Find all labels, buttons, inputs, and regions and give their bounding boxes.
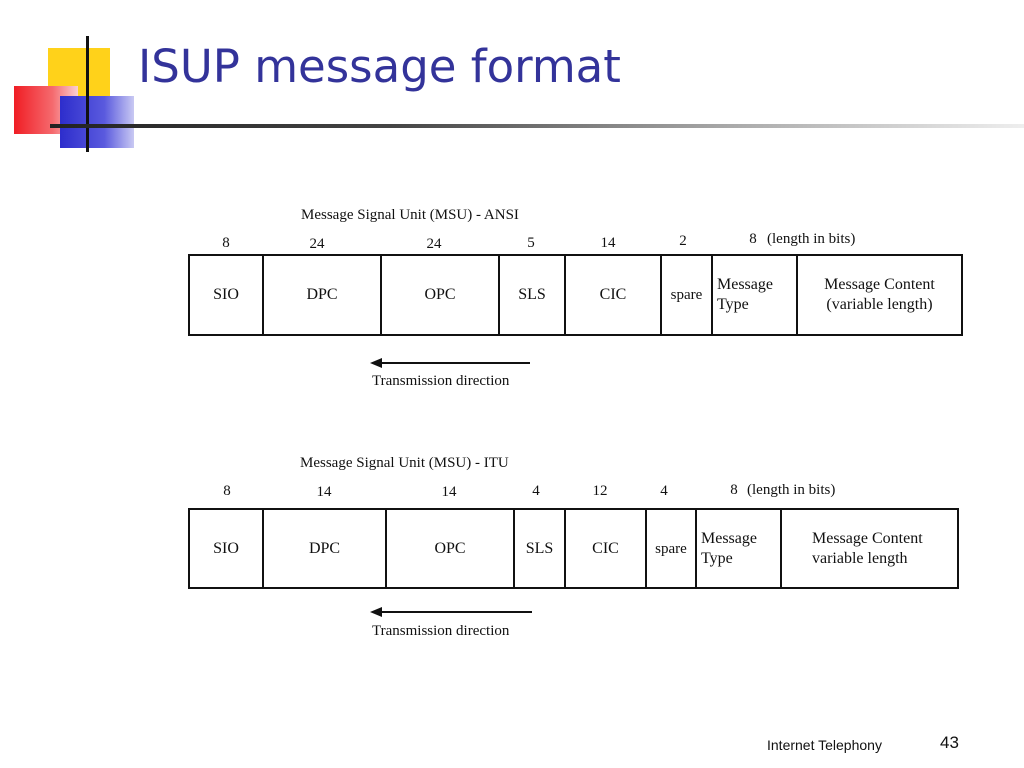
ansi-field-row: SIO DPC OPC SLS CIC spare Message Type M… — [188, 254, 963, 336]
ansi-bits-opc: 24 — [426, 236, 442, 252]
itu-bits-dpc: 14 — [316, 484, 332, 500]
ansi-direction-label: Transmission direction — [372, 373, 510, 389]
itu-field-cic: CIC — [564, 508, 647, 589]
ansi-field-sls: SLS — [498, 254, 566, 336]
vertical-line — [86, 36, 89, 152]
ansi-field-sio: SIO — [188, 254, 264, 336]
itu-field-row: SIO DPC OPC SLS CIC spare Message Type M… — [188, 508, 959, 589]
itu-field-opc: OPC — [385, 508, 515, 589]
itu-transmission-arrow — [370, 607, 532, 617]
ansi-caption: Message Signal Unit (MSU) - ANSI — [301, 207, 519, 223]
ansi-field-spare: spare — [660, 254, 713, 336]
ansi-message-content-line2: (variable length) — [826, 296, 933, 313]
ansi-bits-dpc: 24 — [309, 236, 325, 252]
ansi-bits-spare: 2 — [679, 233, 687, 249]
itu-message-content-line1: Message Content — [812, 529, 923, 547]
itu-direction-label: Transmission direction — [372, 623, 510, 639]
itu-bits-note: (length in bits) — [747, 482, 836, 498]
slide-title: ISUP message format — [138, 40, 621, 93]
ansi-field-dpc: DPC — [262, 254, 382, 336]
itu-field-sio: SIO — [188, 508, 264, 589]
ansi-message-type-line2: Type — [717, 296, 749, 313]
itu-bits-message-type: 8 — [730, 482, 738, 498]
itu-caption: Message Signal Unit (MSU) - ITU — [300, 455, 509, 471]
ansi-field-message-content: Message Content (variable length) — [796, 254, 963, 336]
ansi-message-type-line1: Message — [717, 276, 773, 293]
ansi-bits-note: (length in bits) — [767, 231, 856, 247]
itu-field-table: SIO DPC OPC SLS CIC spare Message Type M… — [188, 508, 959, 589]
ansi-field-opc: OPC — [380, 254, 500, 336]
itu-bits-spare: 4 — [660, 483, 668, 499]
title-underline — [50, 124, 1024, 128]
itu-field-dpc: DPC — [262, 508, 387, 589]
ansi-bits-message-type: 8 — [749, 231, 757, 247]
itu-field-spare: spare — [645, 508, 697, 589]
itu-field-message-type: Message Type — [695, 508, 782, 589]
ansi-field-message-type: Message Type — [711, 254, 798, 336]
blue-square — [60, 96, 134, 148]
itu-message-type-line1: Message — [701, 529, 757, 547]
itu-bits-sio: 8 — [223, 483, 231, 499]
itu-bits-cic: 12 — [592, 483, 608, 499]
itu-bits-sls: 4 — [532, 483, 540, 499]
itu-message-type-line2: Type — [701, 549, 733, 567]
ansi-bits-sls: 5 — [527, 235, 535, 251]
ansi-bits-cic: 14 — [600, 235, 616, 251]
footer-text: Internet Telephony — [767, 737, 882, 753]
ansi-field-cic: CIC — [564, 254, 662, 336]
itu-message-content-line2: variable length — [812, 549, 908, 567]
itu-field-sls: SLS — [513, 508, 566, 589]
ansi-field-table: SIO DPC OPC SLS CIC spare Message Type M… — [188, 254, 963, 336]
page-number: 43 — [940, 733, 959, 752]
ansi-message-content-line1: Message Content — [824, 276, 935, 293]
ansi-bits-sio: 8 — [222, 235, 230, 251]
ansi-transmission-arrow — [370, 358, 530, 368]
itu-field-message-content: Message Content variable length — [780, 508, 959, 589]
itu-bits-opc: 14 — [441, 484, 457, 500]
